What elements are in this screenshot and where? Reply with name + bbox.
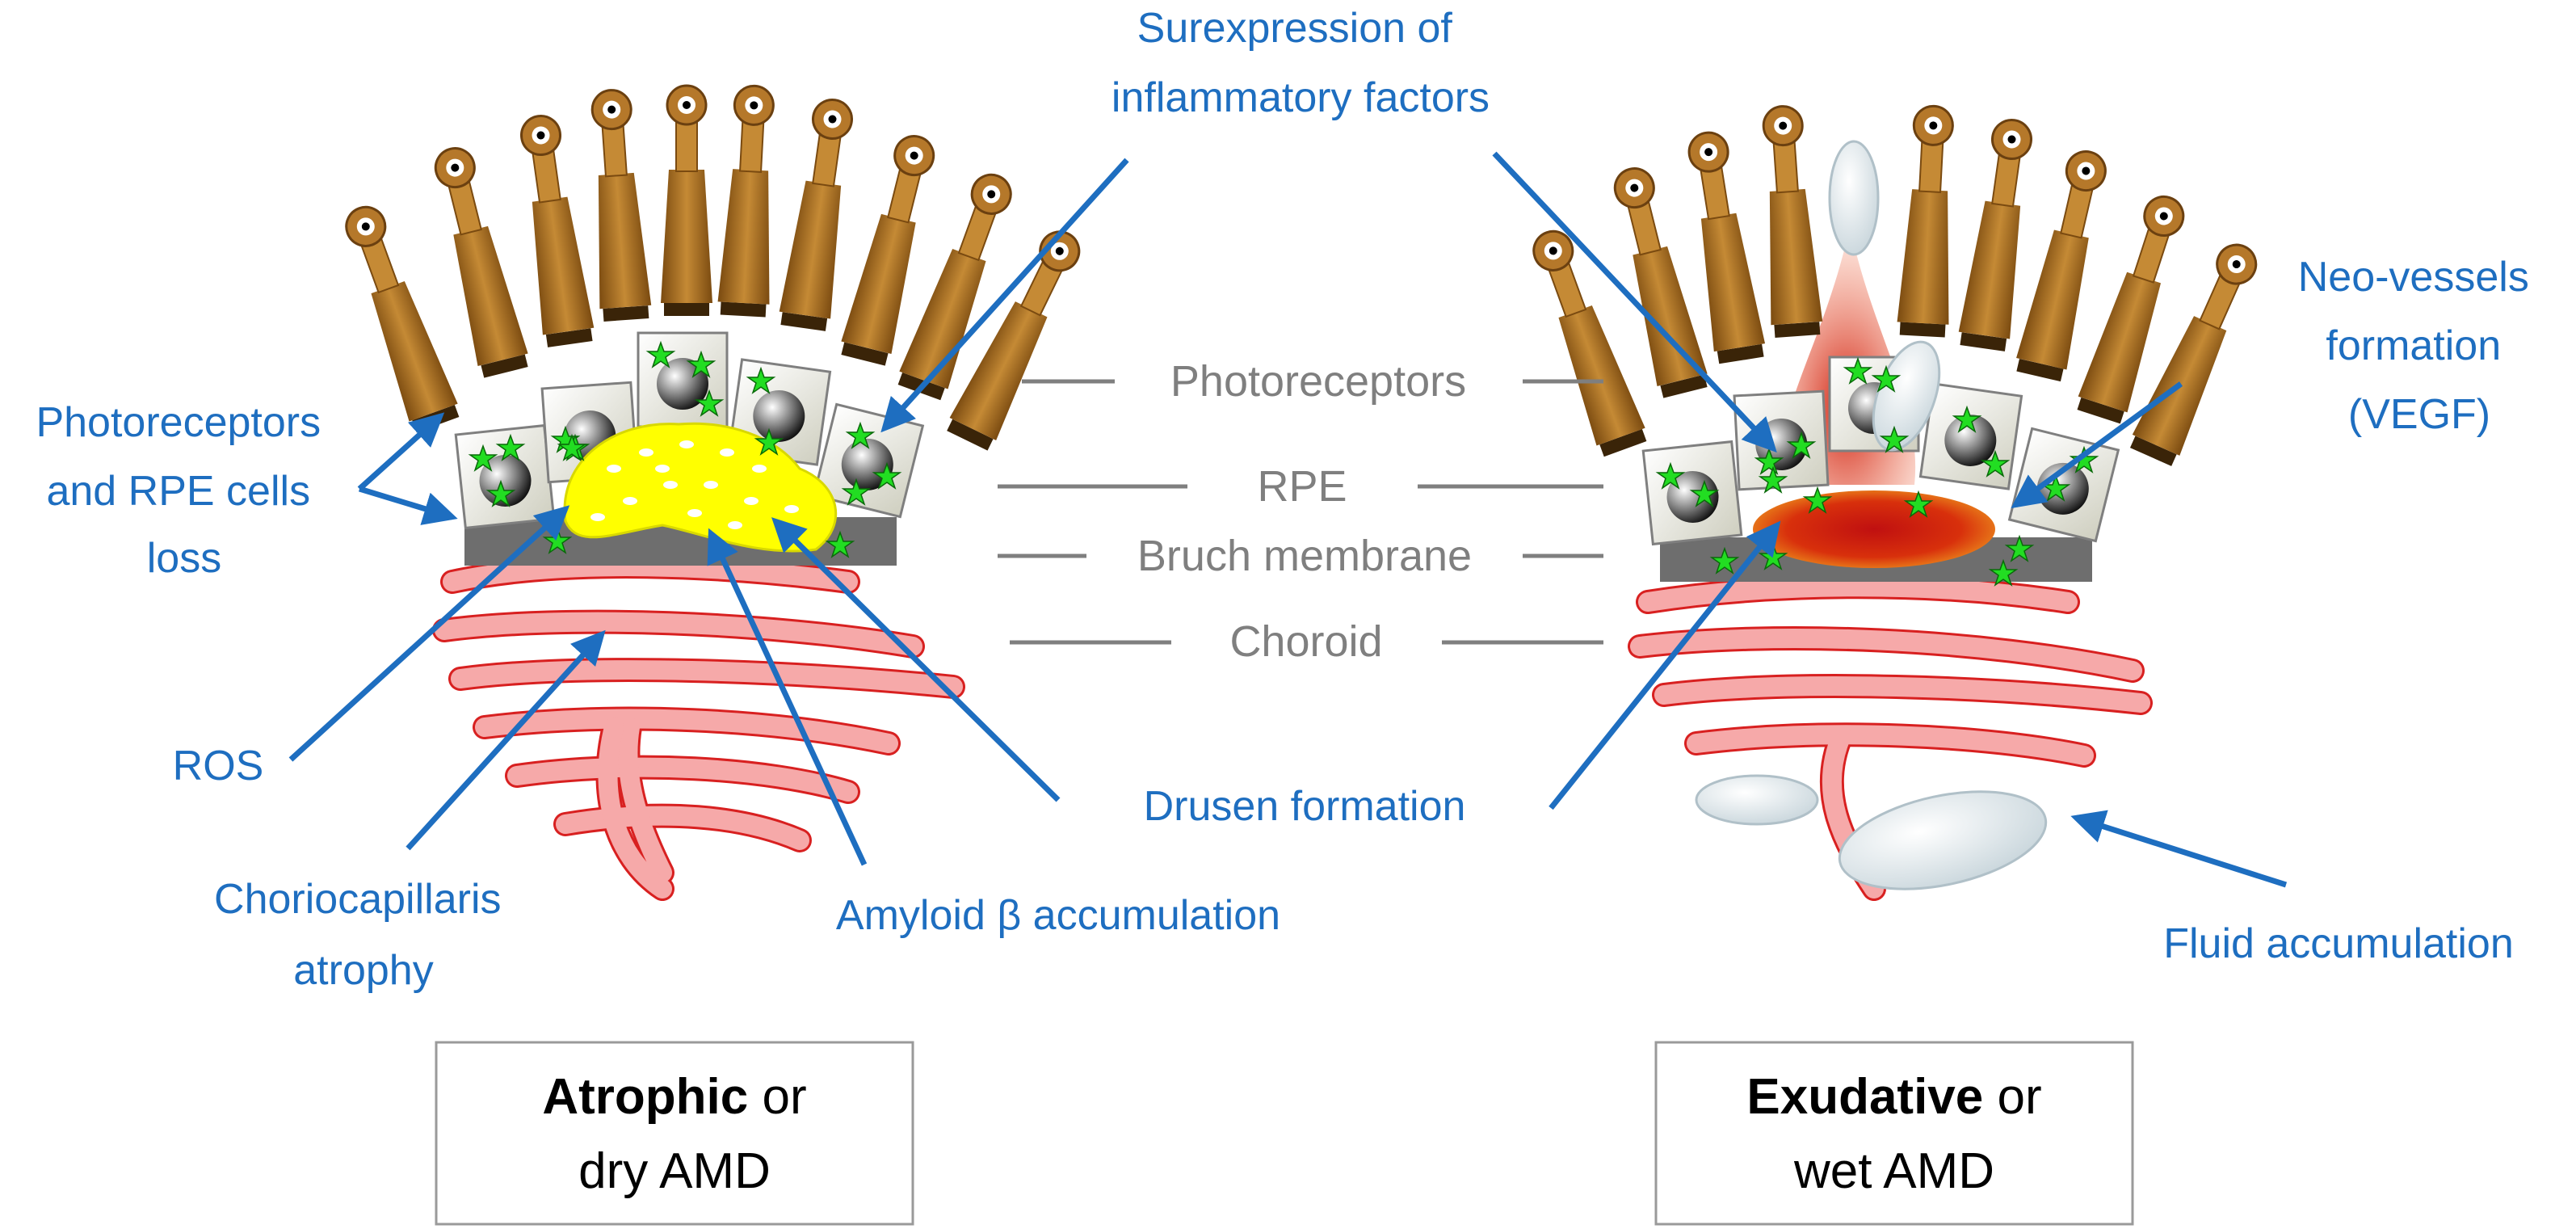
- dry-amd-illustration: [334, 83, 1093, 901]
- dry-box-line2: dry AMD: [578, 1143, 771, 1199]
- dry-box-bold: Atrophic: [542, 1069, 748, 1125]
- label-choriocapillaris-atrophy: Choriocapillaris atrophy: [214, 876, 513, 994]
- label-ros: ROS: [173, 743, 264, 789]
- dry-drusen: [563, 422, 838, 553]
- wet-box-rest: or: [1983, 1069, 2041, 1125]
- wet-fluid: [1695, 140, 2048, 890]
- label-amyloid: Amyloid β accumulation: [836, 892, 1280, 939]
- label-surexpression: Surexpression of inflammatory factors: [1112, 5, 1490, 121]
- label-rpe: RPE: [1257, 462, 1347, 511]
- label-choroid: Choroid: [1229, 617, 1382, 666]
- dry-amd-box: Atrophic or dry AMD: [435, 1041, 914, 1226]
- label-neovessels: Neo-vessels formation (VEGF): [2298, 254, 2541, 438]
- label-drusen: Drusen formation: [1144, 783, 1466, 830]
- label-photoreceptors: Photoreceptors: [1170, 357, 1466, 406]
- layer-labels: [998, 379, 1603, 645]
- wet-amd-box: Exudative or wet AMD: [1654, 1041, 2134, 1226]
- wet-neovessels: [1753, 490, 1995, 568]
- label-fluid: Fluid accumulation: [2163, 920, 2514, 967]
- wet-choroid-vessels: [1628, 575, 2153, 901]
- svg-text:Atrophic or: Atrophic or: [542, 1069, 806, 1125]
- dry-box-rest: or: [748, 1069, 806, 1125]
- annotation-arrows: [288, 151, 2288, 888]
- label-bruch-membrane: Bruch membrane: [1137, 532, 1472, 580]
- dry-choroid-vessels: [432, 554, 965, 901]
- wet-amd-illustration: [1521, 103, 2270, 901]
- wet-box-line2: wet AMD: [1793, 1143, 1994, 1199]
- label-photoreceptors-rpe-loss: Photoreceptors and RPE cells loss: [36, 399, 332, 582]
- svg-text:Exudative or: Exudative or: [1746, 1069, 2041, 1125]
- wet-box-bold: Exudative: [1746, 1069, 1983, 1125]
